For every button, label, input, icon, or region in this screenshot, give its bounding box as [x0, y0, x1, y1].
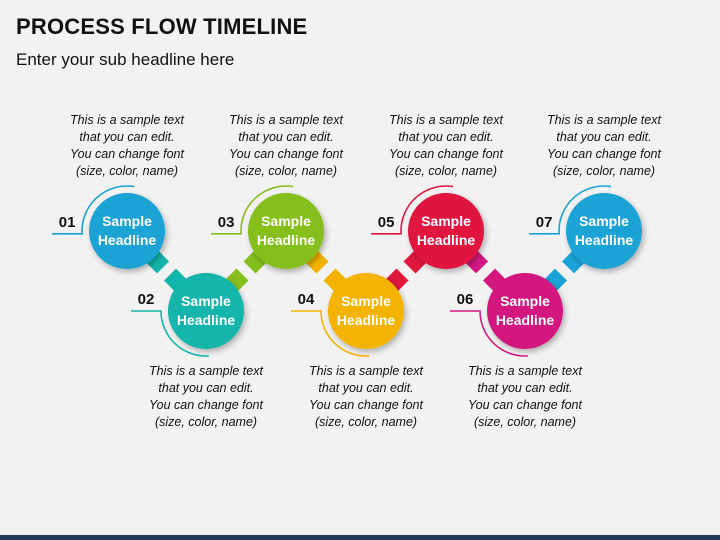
step-03-number: 03 [217, 213, 235, 231]
headline-line: Headline [97, 232, 157, 248]
description-line: that you can edit. [238, 130, 334, 144]
step-05-description: This is a sample text that you can edit. Y… [376, 112, 516, 180]
step-07-number: 07 [535, 213, 553, 231]
step-02-number: 02 [137, 291, 155, 308]
description-line: You can change font [547, 147, 661, 161]
description-line: You can change font [149, 398, 263, 412]
step-07-description: This is a sample text that you can edit. Y… [534, 112, 674, 180]
description-line: You can change font [70, 147, 184, 161]
description-line: This is a sample text [547, 113, 661, 127]
description-line: This is a sample text [149, 364, 263, 378]
step-02-accent-ring [131, 310, 209, 357]
description-line: This is a sample text [70, 113, 184, 127]
headline-line: Sample [500, 293, 550, 309]
description-line: that you can edit. [398, 130, 494, 144]
step-06-number: 06 [456, 291, 474, 308]
step-01-description: This is a sample text that you can edit. Y… [57, 112, 197, 180]
description-line: This is a sample text [389, 113, 503, 127]
step-06-circle [487, 273, 563, 349]
description-line: that you can edit. [318, 381, 414, 395]
description-line: that you can edit. [79, 130, 175, 144]
step-05-accent-ring [371, 185, 454, 235]
headline-line: Headline [416, 232, 476, 248]
headline-line: Sample [102, 213, 152, 229]
description-line: (size, color, name) [394, 164, 498, 178]
description-line: that you can edit. [477, 381, 573, 395]
page-title: PROCESS FLOW TIMELINE [16, 14, 308, 39]
description-line: This is a sample text [229, 113, 343, 127]
step-07-circle [566, 193, 642, 269]
headline-line: Sample [341, 293, 391, 309]
step-05-circle [408, 193, 484, 269]
step-04-circle [328, 273, 404, 349]
step-05-number: 05 [377, 213, 395, 231]
headline-line: Sample [579, 213, 629, 229]
description-line: (size, color, name) [234, 164, 338, 178]
step-01-number: 01 [58, 213, 76, 231]
description-line: (size, color, name) [154, 415, 258, 429]
headline-line: Sample [421, 213, 471, 229]
step-03-accent-ring [211, 185, 294, 235]
description-line: You can change font [468, 398, 582, 412]
description-line: (size, color, name) [552, 164, 656, 178]
step-02-circle [168, 273, 244, 349]
description-line: You can change font [309, 398, 423, 412]
description-line: You can change font [229, 147, 343, 161]
step-06-description: This is a sample text that you can edit. Y… [455, 363, 595, 431]
description-line: This is a sample text [468, 364, 582, 378]
step-04-number: 04 [297, 291, 315, 308]
step-01-accent-ring [52, 185, 135, 235]
step-04-accent-ring [291, 310, 369, 357]
headline-line: Headline [495, 312, 555, 328]
description-line: that you can edit. [556, 130, 652, 144]
step-03-description: This is a sample text that you can edit. Y… [216, 112, 356, 180]
footer-bar [0, 535, 720, 540]
step-04-description: This is a sample text that you can edit. Y… [296, 363, 436, 431]
headline-line: Sample [261, 213, 311, 229]
step-07-accent-ring [529, 185, 612, 235]
headline-line: Headline [176, 312, 236, 328]
description-line: that you can edit. [158, 381, 254, 395]
description-line: (size, color, name) [75, 164, 179, 178]
step-06-accent-ring [450, 310, 528, 357]
step-02-description: This is a sample text that you can edit. Y… [136, 363, 276, 431]
step-03-circle [248, 193, 324, 269]
description-line: (size, color, name) [314, 415, 418, 429]
description-line: (size, color, name) [473, 415, 577, 429]
step-01-circle [89, 193, 165, 269]
headline-line: Headline [574, 232, 634, 248]
description-line: You can change font [389, 147, 503, 161]
headline-line: Headline [336, 312, 396, 328]
headline-line: Headline [256, 232, 316, 248]
headline-line: Sample [181, 293, 231, 309]
description-line: This is a sample text [309, 364, 423, 378]
page-subtitle: Enter your sub headline here [16, 50, 235, 69]
